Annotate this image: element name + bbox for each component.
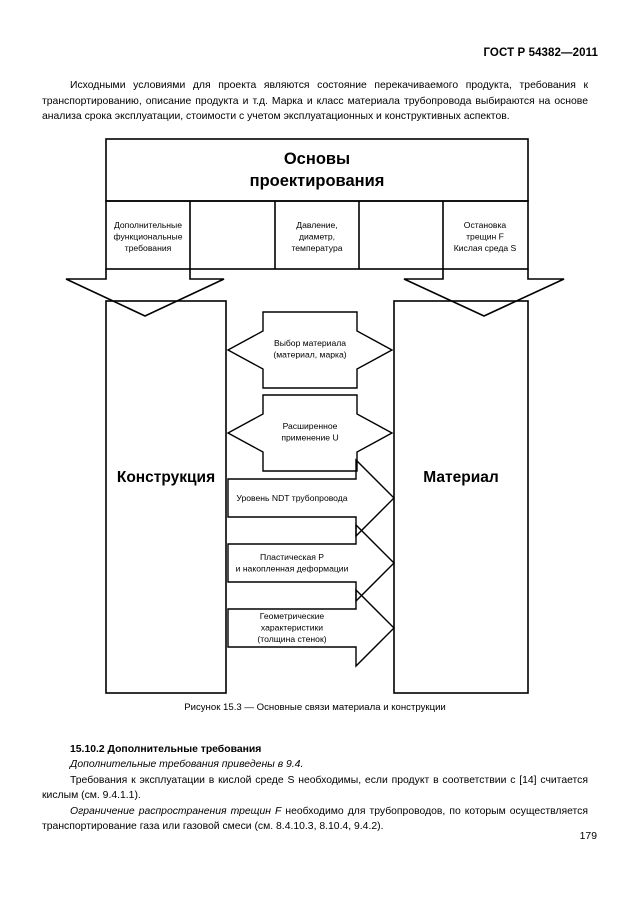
construction-box-label: Конструкция <box>117 469 215 486</box>
right-arrow-4-icon <box>227 523 395 603</box>
connector-arrow-2: Расширенное применение U <box>226 394 394 472</box>
section-15-10-2: 15.10.2 Дополнительные требования Дополн… <box>42 742 588 834</box>
down-arrow-left-icon <box>65 269 225 317</box>
header-cell-1-line-3: требования <box>125 243 172 253</box>
header-cell-5-line-3: Кислая среда S <box>454 243 517 253</box>
construction-box <box>105 300 227 694</box>
double-arrow-2-icon <box>226 394 394 472</box>
connector-2-line-1: Расширенное <box>283 421 338 431</box>
connector-arrow-5: Геометрические характеристики (толщина с… <box>227 588 395 668</box>
material-box <box>393 300 529 694</box>
double-arrow-1-icon <box>226 311 394 389</box>
header-cell-5-line-2: трещин F <box>466 232 504 242</box>
right-arrow-3-icon <box>227 458 395 538</box>
connector-arrow-3: Уровень NDT трубопровода <box>227 458 395 538</box>
header-cell-1-line-2: функциональные <box>114 232 183 242</box>
section-heading: 15.10.2 Дополнительные требования <box>70 744 262 755</box>
header-title-box <box>105 138 529 202</box>
header-title-line1: Основы <box>284 150 350 168</box>
section-italic-line: Дополнительные требования приведены в 9.… <box>70 759 304 771</box>
intro-paragraph: Исходными условиями для проекта являются… <box>42 78 588 125</box>
connector-5-line-2: характеристики <box>261 623 323 633</box>
section-paragraph-2-rest: необходимо для трубопроводов, по которым… <box>42 805 588 833</box>
connector-4-line-2: и накопленная деформации <box>236 564 349 574</box>
header-cells-row: Дополнительные функциональные требования… <box>105 200 529 270</box>
connector-1-line-1: Выбор материала <box>274 338 346 348</box>
page-number: 179 <box>579 831 597 842</box>
right-arrow-5-icon <box>227 588 395 668</box>
connector-4-line-1: Пластическая P <box>260 552 324 562</box>
section-paragraph-1: Требования к эксплуатации в кислой среде… <box>42 774 588 802</box>
standard-header: ГОСТ Р 54382—2011 <box>483 47 598 59</box>
section-paragraph-2: Ограничение распространения трещин F нео… <box>42 804 588 835</box>
connector-5-line-1: Геометрические <box>260 611 325 621</box>
header-title-line2: проектирования <box>250 172 385 190</box>
header-cells-outline <box>105 200 529 270</box>
down-arrow-right-icon <box>403 269 565 317</box>
figure-15-3: Основы проектирования Дополнительные фун… <box>0 136 630 711</box>
figure-caption: Рисунок 15.3 — Основные связи материала … <box>184 702 446 713</box>
connector-3-line-1: Уровень NDT трубопровода <box>236 493 347 503</box>
header-cell-5-line-1: Остановка <box>464 220 507 230</box>
material-box-label: Материал <box>423 469 498 486</box>
header-cell-1-line-1: Дополнительные <box>114 220 182 230</box>
section-paragraph-2-italic: Ограничение распространения трещин F <box>70 805 282 817</box>
header-cell-3-line-2: диаметр, <box>299 232 335 242</box>
connector-1-line-2: (материал, марка) <box>273 350 346 360</box>
header-cell-3-line-1: Давление, <box>296 220 337 230</box>
header-cell-3-line-3: температура <box>291 243 342 253</box>
connector-5-line-3: (толщина стенок) <box>257 634 326 644</box>
connector-arrow-4: Пластическая P и накопленная деформации <box>227 523 395 603</box>
connector-2-line-2: применение U <box>281 433 338 443</box>
connector-arrow-1: Выбор материала (материал, марка) <box>226 311 394 389</box>
intro-text: Исходными условиями для проекта являются… <box>42 80 588 123</box>
